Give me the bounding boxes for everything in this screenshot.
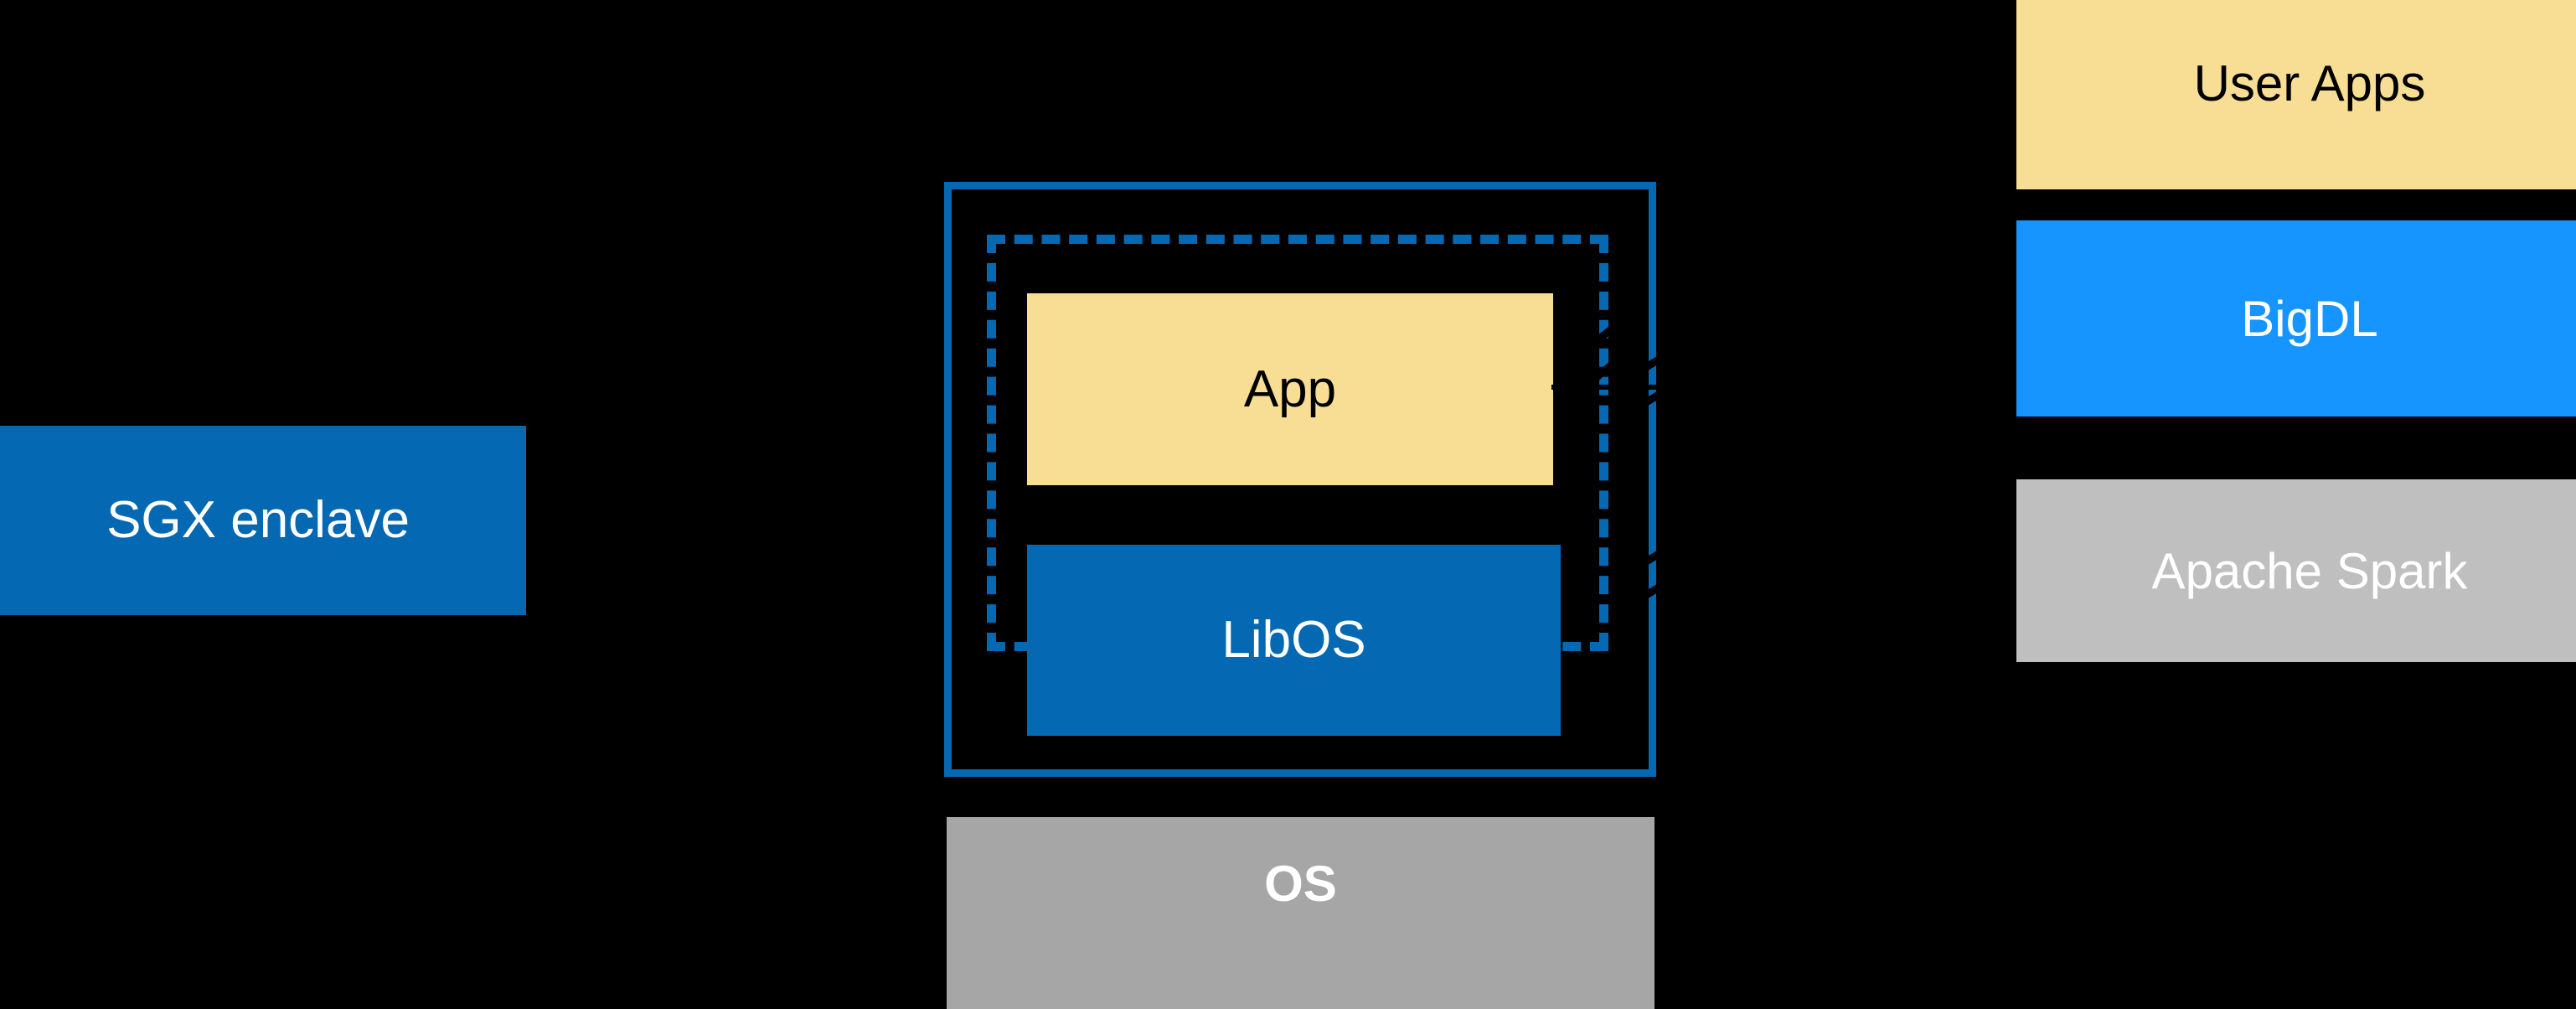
os-box[interactable]: OS [947, 817, 1655, 1009]
libos-box[interactable]: LibOS [1027, 545, 1561, 736]
user-apps-box[interactable]: User Apps [2016, 0, 2576, 189]
apache-spark-box[interactable]: Apache Spark [2016, 479, 2576, 662]
sgx-enclave-box[interactable]: SGX enclave [0, 426, 526, 615]
connector-enclave-to-sgx [536, 385, 944, 528]
arrowhead-left-icon [536, 508, 560, 528]
app-box[interactable]: App [1027, 293, 1553, 485]
bigdl-box[interactable]: BigDL [2016, 220, 2576, 417]
enclave-frame [944, 182, 1656, 777]
